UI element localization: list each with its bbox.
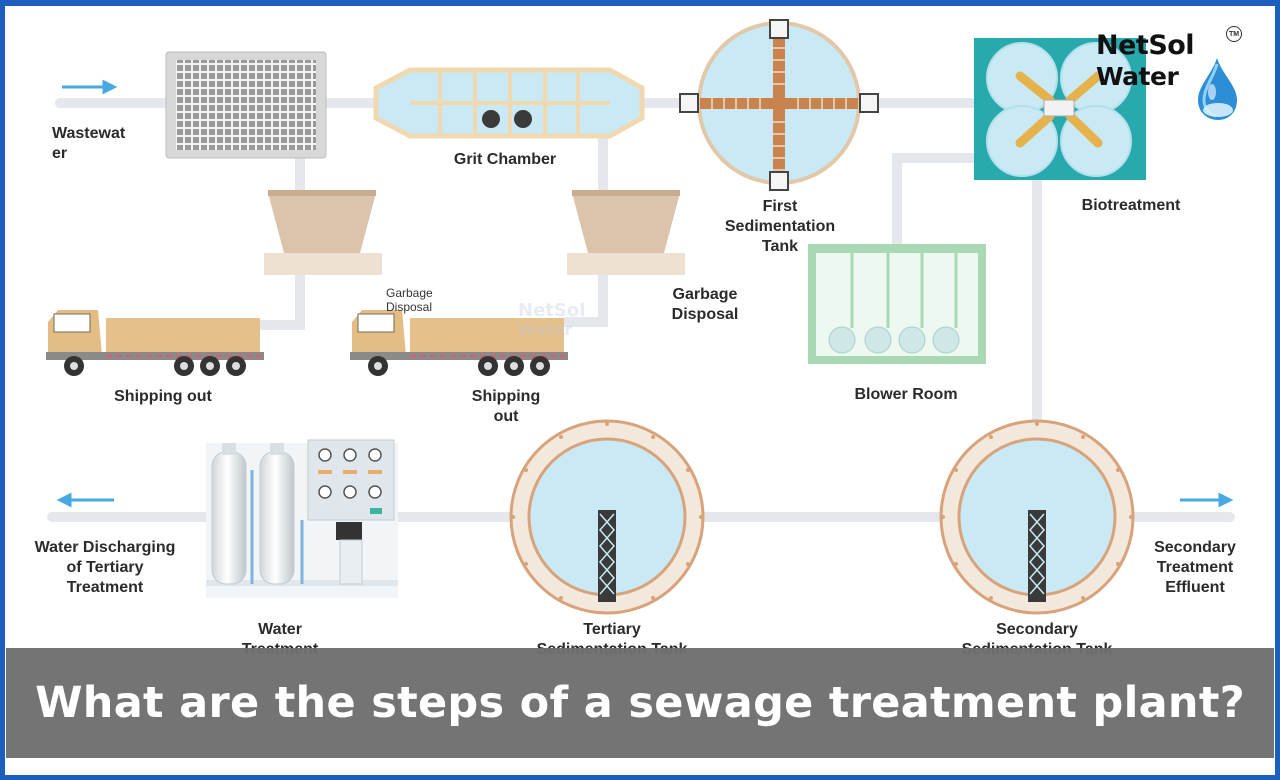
bar-screen <box>165 51 327 159</box>
water-drop-icon <box>1198 58 1237 120</box>
label-blower-room: Blower Room <box>854 386 958 403</box>
logo-line1: NetSol <box>1096 30 1195 61</box>
watermark: NetSol Water <box>514 300 644 370</box>
logo-line2: Water <box>1096 62 1179 91</box>
pipe-hopper-to-truck-right <box>560 270 608 327</box>
arrow-icon <box>56 492 114 508</box>
arrow-icon <box>62 79 118 95</box>
sludge-hopper-right <box>567 190 685 275</box>
label-shipping-out-right: Shipping out <box>471 388 541 425</box>
grit-chamber-tank <box>373 67 645 139</box>
title-banner: What are the steps of a sewage treatment… <box>6 648 1274 758</box>
label-first-sedimentation-tank: First Sedimentation Tank <box>724 198 836 255</box>
first-sedimentation-tank <box>679 19 879 191</box>
secondary-sedimentation-tank <box>939 419 1135 615</box>
label-secondary-treatment-effluent: Secondary Treatment Effluent <box>1154 539 1236 596</box>
label-biotreatment: Biotreatment <box>1081 197 1181 214</box>
label-wastewater: Wastewat er <box>52 125 126 162</box>
label-garbage-disposal-small: Garbage Disposal <box>386 286 433 314</box>
truck-right <box>350 310 568 376</box>
water-treatment-unit <box>206 439 398 598</box>
watermark-line2: Water <box>518 320 573 339</box>
arrow-icon <box>1180 492 1234 508</box>
tertiary-sedimentation-tank <box>509 419 705 615</box>
label-garbage-disposal: Garbage Disposal <box>671 286 739 323</box>
trademark-badge: TM <box>1226 26 1242 42</box>
label-water-discharging: Water Discharging of Tertiary Treatment <box>34 539 176 596</box>
pipe-hopper-to-truck-left <box>257 270 305 330</box>
sludge-hopper-left <box>264 190 382 275</box>
biotreatment-tank <box>974 38 1146 180</box>
blower-room <box>808 244 986 364</box>
netsol-water-logo: NetSol Water TM <box>1090 26 1250 120</box>
pipe-blower-to-bio <box>892 153 980 255</box>
label-shipping-out-left: Shipping out <box>114 388 212 405</box>
watermark-line1: NetSol <box>518 300 586 321</box>
banner-title: What are the steps of a sewage treatment… <box>35 678 1245 728</box>
label-grit-chamber: Grit Chamber <box>453 151 557 168</box>
truck-left <box>46 310 264 376</box>
